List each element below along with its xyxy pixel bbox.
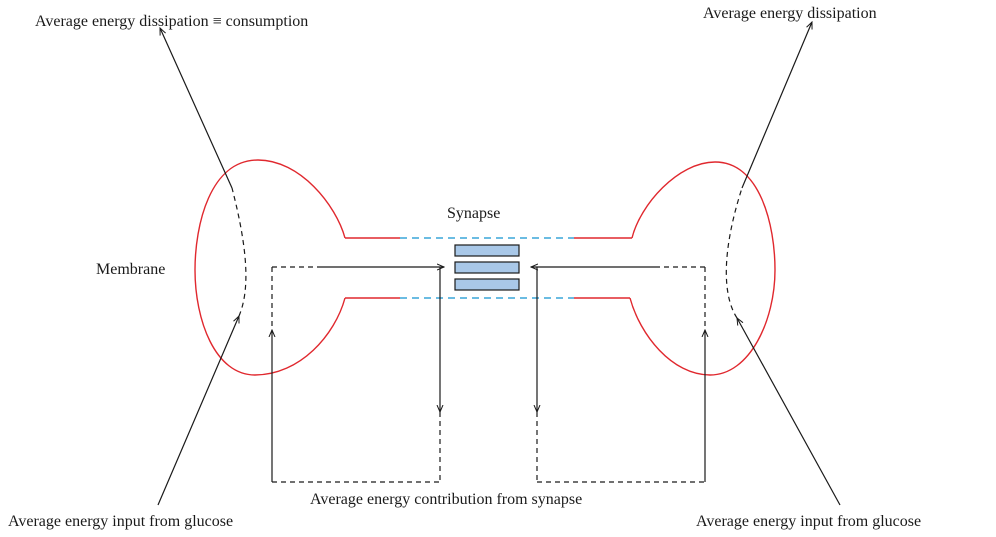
- left-dissipation-arrow: [159, 28, 233, 189]
- vesicle-2: [454, 261, 520, 274]
- label-membrane: Membrane: [96, 261, 165, 278]
- right-internal-dashed-path: [725, 187, 743, 319]
- left-membrane: [194, 159, 346, 376]
- label-bottom-right: Average energy input from glucose: [696, 513, 921, 530]
- label-bottom-left: Average energy input from glucose: [8, 513, 233, 530]
- right-glucose-input-arrow: [737, 318, 841, 506]
- left-internal-dashed-path: [231, 187, 247, 317]
- right-dissipation-arrow: [741, 22, 813, 189]
- vesicle-1: [454, 244, 520, 257]
- label-synapse-contribution: Average energy contribution from synapse: [310, 491, 582, 508]
- label-top-left: Average energy dissipation ≡ consumption: [35, 13, 308, 30]
- label-top-right: Average energy dissipation: [703, 5, 877, 22]
- left-glucose-input-arrow: [157, 316, 240, 506]
- label-synapse: Synapse: [447, 205, 500, 222]
- right-membrane: [629, 161, 776, 376]
- vesicle-3: [454, 278, 520, 291]
